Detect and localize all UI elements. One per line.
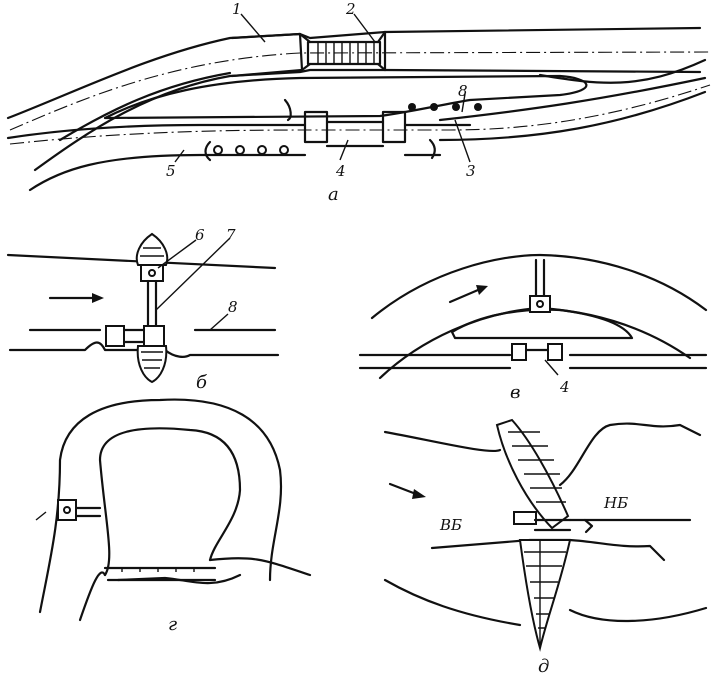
panel-a: 1 2 3 4 5 8 а (6, 0, 711, 205)
caption-a: а (328, 184, 339, 205)
callout-4v: 4 (559, 378, 570, 396)
callout-1: 1 (232, 0, 242, 18)
downstream-label: НБ (603, 494, 628, 512)
callout-5: 5 (166, 162, 176, 180)
callout-8b: 8 (228, 298, 238, 316)
panel-v: 4 в (358, 253, 708, 403)
callout-4: 4 (335, 162, 346, 180)
panel-d: ВБ НБ д (383, 418, 708, 676)
caption-d: д (538, 656, 549, 676)
caption-v: в (510, 382, 520, 403)
callout-6: 6 (195, 226, 205, 244)
upstream-label: ВБ (439, 516, 462, 534)
callout-3: 3 (466, 162, 476, 180)
caption-b: б (196, 372, 208, 393)
callout-7: 7 (226, 226, 236, 244)
panel-g: г (35, 398, 312, 635)
callout-2: 2 (345, 0, 356, 18)
panel-b: 6 7 8 б (6, 226, 280, 393)
caption-g: г (168, 614, 177, 635)
callout-8: 8 (458, 82, 468, 100)
